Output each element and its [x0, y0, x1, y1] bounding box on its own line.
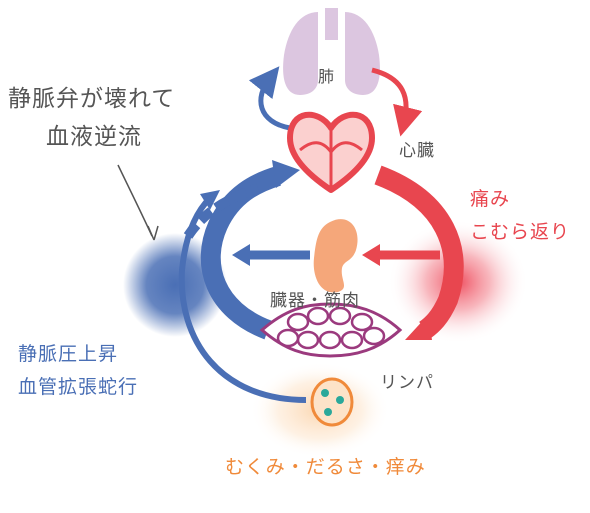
lymph-node-icon: [310, 377, 354, 427]
arterial-symptom-line-2: こむら返り: [470, 221, 571, 243]
heart-label: 心臓: [399, 141, 435, 161]
venous-symptoms-label: 静脈圧上昇 血管拡張蛇行: [18, 338, 138, 404]
heart-icon: [287, 111, 375, 193]
callout-pointer-arrowhead: [147, 225, 159, 241]
callout-line-2: 血液逆流: [46, 124, 142, 150]
venous-branch-arrowhead: [232, 244, 250, 266]
arterial-branch-arrowhead: [362, 244, 380, 266]
venous-outer-arc: [183, 183, 260, 239]
lymph-label: リンパ: [380, 373, 434, 393]
venous-reflux-arrowhead: [200, 190, 220, 210]
callout-pointer-arrow: [117, 164, 153, 237]
lung-outflow-arrow: [371, 67, 423, 137]
organs-muscle-label: 臓器・筋肉: [270, 291, 360, 311]
venous-symptom-line-2: 血管拡張蛇行: [18, 376, 139, 398]
arterial-symptoms-label: 痛み こむら返り: [470, 183, 570, 249]
muscle-icon: [259, 302, 403, 358]
callout-line-1: 静脈弁が壊れて: [8, 86, 176, 112]
arterial-symptom-line-1: 痛み: [470, 188, 511, 210]
lung-return-arrow: [248, 66, 291, 131]
venous-reflux-arrow: [178, 195, 307, 403]
venous-symptom-line-1: 静脈圧上昇: [18, 343, 119, 365]
kidney-icon: [313, 219, 358, 293]
arterial-flow-arrowhead: [405, 315, 432, 340]
arterial-flow-arrow: [374, 165, 464, 339]
callout-label: 静脈弁が壊れて 血液逆流: [8, 80, 175, 156]
lung-icon: [283, 8, 380, 95]
lymph-symptoms-label: むくみ・だるさ・痒み: [225, 456, 426, 478]
lung-label: 肺: [318, 67, 336, 86]
venous-flow-arrowhead: [272, 160, 300, 188]
